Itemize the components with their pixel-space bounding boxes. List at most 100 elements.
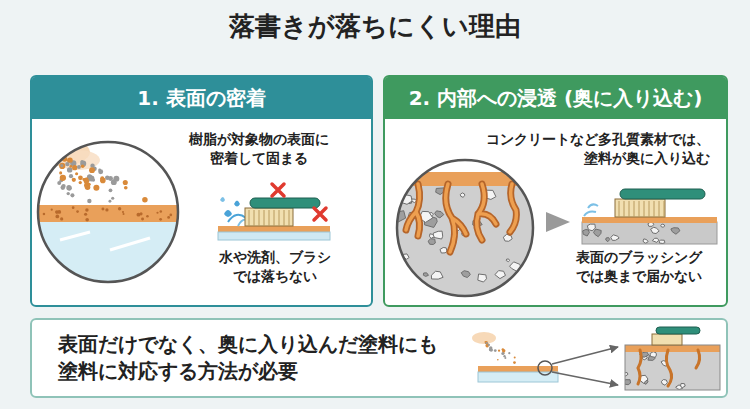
surface-closeup-part-part (124, 186, 128, 190)
note-text: 水や洗剤、ブラシ では落ちない (215, 248, 335, 286)
surface-closeup-part-part (101, 208, 104, 211)
surface-closeup-part-part (60, 175, 66, 181)
porous-closeup-part-part (461, 271, 470, 278)
brush-on-glass-part-part (254, 210, 255, 226)
surface-closeup-part-part (109, 188, 113, 192)
surface-closeup-part (110, 238, 150, 250)
porous-closeup-part-part (398, 272, 402, 275)
porous-closeup-part (397, 184, 533, 296)
surface-closeup-part-part (123, 180, 128, 185)
surface-closeup-part-part (66, 185, 71, 190)
penetration-veins-part (446, 184, 466, 252)
porous-closeup (392, 160, 533, 296)
brush-on-concrete-part-part (587, 224, 595, 231)
surface-closeup-part-part (159, 218, 162, 221)
brush-on-glass-part-part (284, 210, 285, 226)
porous-closeup-part-part (423, 273, 428, 277)
surface-closeup-part-part (67, 158, 72, 163)
surface-closeup-part-part (141, 218, 144, 221)
porous-closeup-part-part (433, 231, 443, 239)
brush-on-concrete-part-part (629, 201, 630, 217)
summary-illustration-part-part (494, 349, 497, 352)
surface-closeup-part-part (111, 197, 114, 200)
porous-closeup-part-part (435, 211, 444, 218)
summary-illustration-part (478, 372, 558, 382)
surface-closeup-part-part (60, 164, 63, 167)
surface-closeup-part-part (142, 197, 147, 202)
surface-closeup-part-part (85, 208, 88, 211)
panel-heading: 2. 内部への浸透 (奥に入り込む) (385, 77, 726, 119)
brush-on-concrete-part-part (643, 239, 648, 243)
summary-illustration-part-part (497, 359, 499, 361)
brush-on-concrete-part-part (652, 238, 658, 242)
penetration-veins-part (477, 184, 496, 240)
summary-illustration-part-part-part (650, 352, 656, 358)
pointer-arrow (546, 212, 570, 232)
brush-on-concrete-part-part (664, 201, 665, 217)
surface-closeup-part-part (93, 185, 99, 191)
summary-illustration-part-part (489, 348, 493, 352)
surface-closeup-part-part (89, 167, 95, 173)
surface-closeup-part-part (78, 175, 83, 180)
surface-closeup-part-part (72, 165, 77, 170)
surface-closeup-part-part (113, 176, 119, 182)
surface-closeup-part-part (122, 213, 124, 215)
porous-closeup-part-part (506, 259, 509, 262)
note-text: 表面のブラッシング では奥まで届かない (572, 248, 706, 286)
penetration-veins-part (477, 184, 496, 240)
summary-illustration-part-part (501, 352, 504, 355)
brush-on-glass-part-part (274, 210, 275, 226)
summary-band: 表面だけでなく、奥に入り込んだ塗料にも 塗料に対応する方法が必要 (30, 318, 728, 398)
surface-closeup-part-part (77, 165, 81, 169)
brush-on-concrete (582, 189, 717, 244)
surface-closeup-part-part (67, 167, 72, 172)
surface-closeup-part-part (85, 185, 91, 191)
surface-closeup-part (60, 232, 90, 240)
summary-illustration-part (538, 361, 552, 375)
surface-closeup-part-part (60, 217, 63, 220)
surface-closeup-part-part (67, 192, 70, 195)
surface-closeup-part-part (72, 178, 76, 182)
brush-on-concrete-part-part (661, 224, 665, 227)
summary-illustration-part-part (625, 345, 720, 390)
surface-closeup-part-part (51, 209, 53, 211)
panel-grounds-part (30, 318, 728, 398)
summary-illustration-part-part (503, 355, 505, 357)
penetration-veins-part (510, 184, 516, 232)
porous-closeup-part-part (431, 271, 443, 279)
surface-closeup-part-part (88, 176, 94, 182)
brush-on-concrete-part (582, 222, 717, 244)
porous-closeup-part-part (478, 274, 487, 282)
brush-on-concrete-part-part (634, 201, 635, 217)
brush-on-concrete-part-part (639, 201, 640, 217)
panel-grounds (30, 75, 728, 398)
summary-illustration-part-part (514, 356, 516, 358)
summary-illustration-part-part-part (625, 380, 631, 385)
surface-closeup-part-part (105, 208, 108, 211)
brush-on-glass-part (249, 210, 289, 226)
brush-on-glass (218, 184, 330, 240)
summary-illustration-part-part (508, 352, 510, 354)
summary-illustration-part (552, 347, 618, 364)
surface-closeup-part-part (55, 215, 59, 219)
summary-illustration-part-part (488, 344, 490, 346)
brush-on-glass-part-part (269, 210, 270, 226)
surface-closeup-part-part (70, 193, 74, 197)
brush-on-concrete-part (619, 201, 664, 217)
summary-illustration-part (472, 332, 496, 344)
brush-on-glass-part (272, 184, 284, 196)
brush-on-glass-part (224, 210, 232, 217)
reason-panel: 1. 表面の密着樹脂が対象物の表面に 密着して固まる水や洗剤、ブラシ では落ちな… (30, 75, 373, 307)
surface-closeup-part-part (59, 163, 65, 169)
summary-illustration-part (656, 327, 700, 334)
brush-on-concrete-part-part (654, 201, 655, 217)
brush-on-glass-part-part (289, 210, 290, 226)
surface-closeup-part (38, 205, 178, 222)
brush-on-concrete-part-part (619, 201, 620, 217)
surface-closeup-part-part (79, 181, 82, 184)
surface-closeup-part-part (69, 165, 72, 168)
summary-illustration-part (625, 345, 720, 390)
brush-on-glass-part-part (264, 210, 265, 226)
brush-on-concrete-part-part (649, 201, 650, 217)
brush-on-concrete-part (615, 199, 665, 217)
